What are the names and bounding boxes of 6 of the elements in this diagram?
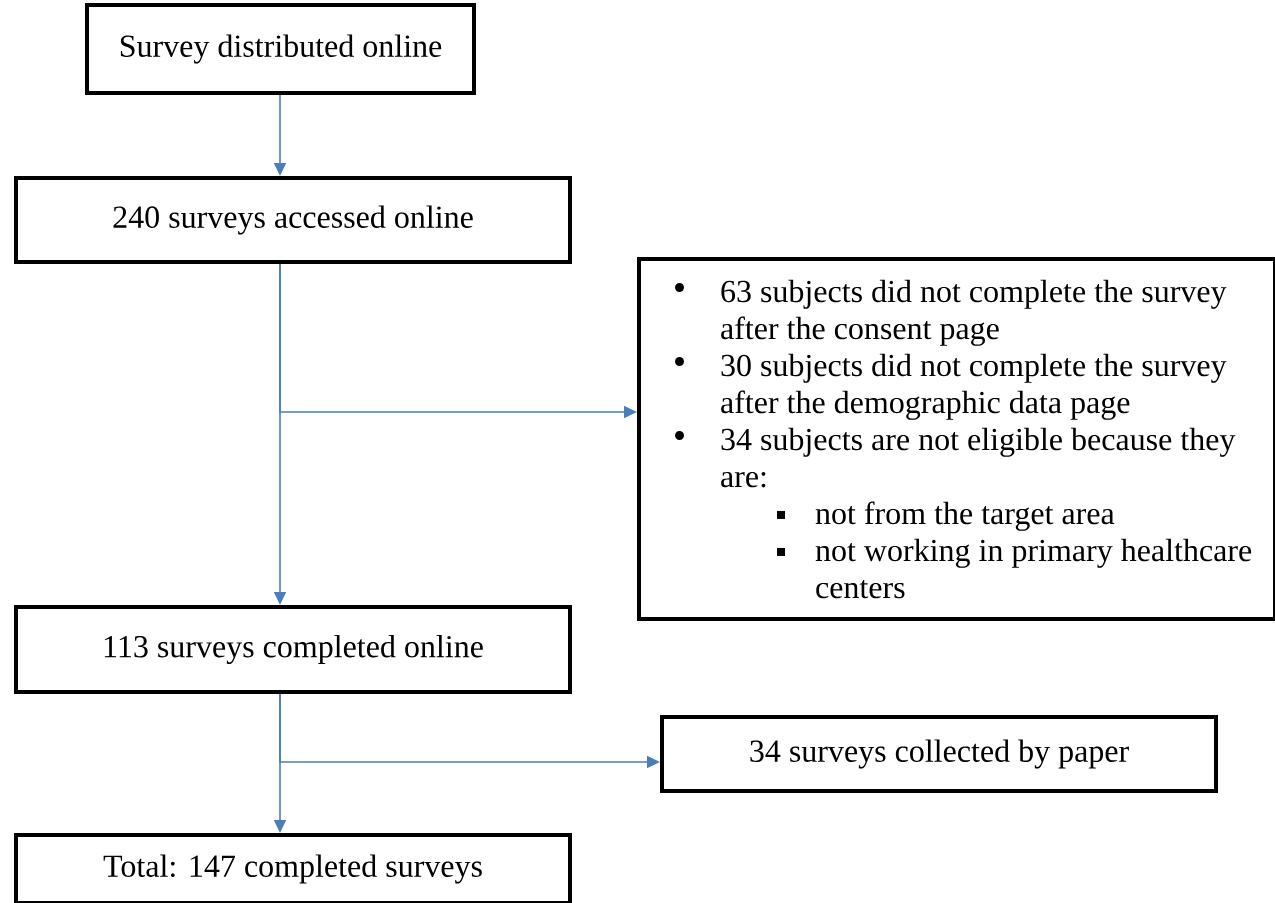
process-box: 113 surveys completed online [14,605,572,694]
process-box: Survey distributed online [85,3,476,95]
process-box: 34 surveys collected by paper [660,715,1218,793]
list-box: 63 subjects did not complete the survey after the consent page 30 subjects did not complete the survey after the demographic data page 34 subjects are not eligible because they are: not from the target area not working in primary healthcare centers [637,257,1275,621]
process-box: 240 surveys accessed online [14,176,572,264]
process-box: Total: 147 completed surveys [14,833,572,903]
